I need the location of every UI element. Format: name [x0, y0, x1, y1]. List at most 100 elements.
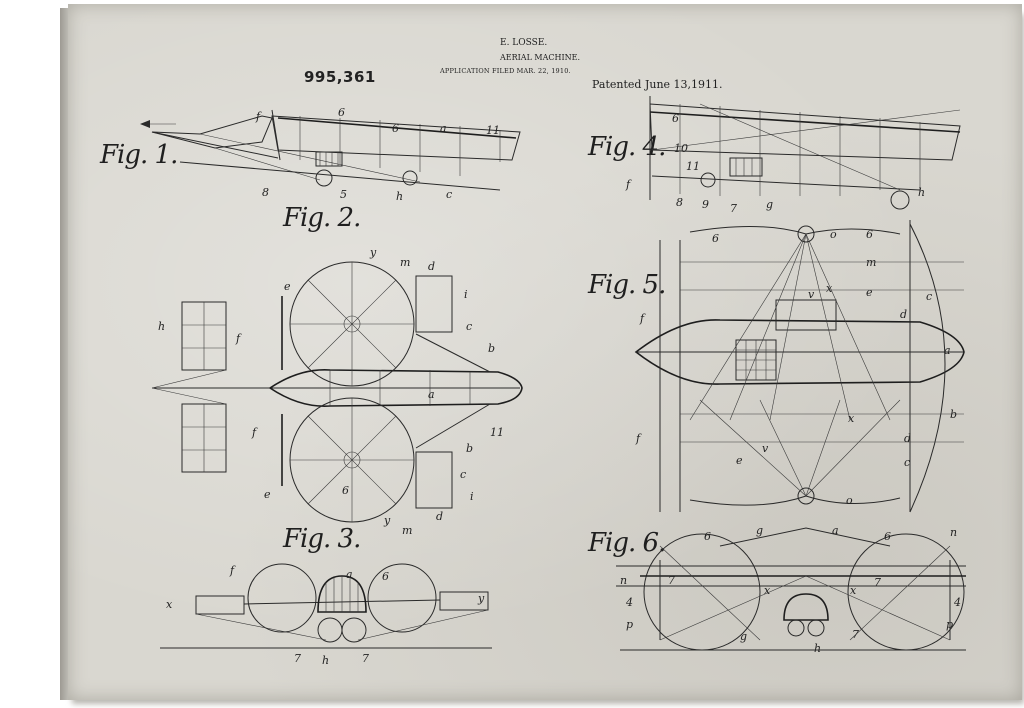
- svg-text:6: 6: [338, 106, 345, 119]
- svg-text:i: i: [470, 490, 474, 503]
- fig3-drawing: f a 6 x y 7 h 7: [160, 563, 492, 667]
- svg-text:p: p: [946, 618, 953, 631]
- svg-text:a: a: [440, 122, 447, 135]
- patent-date: Patented June 13,1911.: [592, 78, 723, 91]
- svg-text:x: x: [826, 282, 833, 295]
- svg-text:e: e: [736, 454, 743, 467]
- patent-number: 995,361: [304, 68, 376, 86]
- svg-text:x: x: [166, 598, 173, 611]
- fig2-drawing: y m d e i c b f a h f 11 b c i e 6 y m d: [151, 246, 523, 537]
- svg-text:m: m: [866, 256, 876, 269]
- svg-text:7: 7: [668, 574, 675, 587]
- svg-text:8: 8: [262, 186, 269, 199]
- svg-text:h: h: [918, 186, 925, 199]
- svg-text:e: e: [866, 286, 873, 299]
- canvas-edge: [60, 8, 70, 700]
- svg-text:6: 6: [392, 122, 399, 135]
- svg-text:8: 8: [676, 196, 683, 209]
- svg-text:o: o: [846, 494, 853, 507]
- svg-text:d: d: [904, 432, 911, 445]
- patent-title: AERIAL MACHINE.: [500, 53, 581, 62]
- svg-text:10: 10: [674, 142, 688, 155]
- svg-text:x: x: [848, 412, 855, 425]
- svg-text:7: 7: [362, 652, 369, 665]
- svg-text:v: v: [762, 442, 769, 455]
- svg-text:v: v: [808, 288, 815, 301]
- svg-text:h: h: [396, 190, 403, 203]
- svg-text:f: f: [639, 312, 646, 325]
- svg-text:d: d: [900, 308, 907, 321]
- svg-text:f: f: [635, 432, 642, 445]
- svg-text:f: f: [251, 426, 258, 439]
- svg-text:c: c: [466, 320, 472, 333]
- patent-inventor: E. LOSSE.: [500, 38, 548, 48]
- svg-text:4: 4: [953, 596, 961, 609]
- svg-text:e: e: [284, 280, 291, 293]
- svg-text:g: g: [766, 198, 773, 211]
- svg-text:a: a: [944, 344, 951, 357]
- svg-text:g: g: [740, 630, 747, 643]
- svg-text:f: f: [235, 332, 242, 345]
- svg-text:6: 6: [884, 530, 891, 543]
- svg-text:h: h: [322, 654, 329, 667]
- svg-text:6: 6: [342, 484, 349, 497]
- svg-text:y: y: [369, 246, 377, 259]
- svg-text:b: b: [950, 408, 957, 421]
- svg-text:11: 11: [686, 160, 700, 173]
- svg-text:i: i: [464, 288, 468, 301]
- svg-text:h: h: [158, 320, 165, 333]
- svg-text:6: 6: [672, 112, 679, 125]
- svg-text:c: c: [446, 188, 452, 201]
- svg-text:11: 11: [486, 124, 500, 137]
- svg-text:7: 7: [852, 628, 859, 641]
- svg-text:f: f: [255, 110, 262, 123]
- svg-text:a: a: [832, 524, 839, 537]
- svg-text:x: x: [764, 584, 771, 597]
- svg-text:m: m: [402, 524, 412, 537]
- fig1-drawing: f 6 6 a 11 8 5 h c: [140, 106, 521, 203]
- svg-text:7: 7: [730, 202, 737, 215]
- svg-text:f: f: [229, 564, 236, 577]
- fig6-label: Fig. 6.: [588, 528, 666, 558]
- svg-text:a: a: [346, 568, 353, 581]
- fig1-label: Fig. 1.: [100, 140, 178, 170]
- svg-text:6: 6: [704, 530, 711, 543]
- svg-text:d: d: [428, 260, 435, 273]
- fig5-drawing: 6 o 6 m v x e c d f a b x f v d e c o: [634, 220, 965, 513]
- svg-text:n: n: [620, 574, 627, 587]
- svg-text:o: o: [830, 228, 837, 241]
- patent-filed-date: APPLICATION FILED MAR. 22, 1910.: [440, 67, 571, 75]
- svg-text:c: c: [904, 456, 910, 469]
- svg-text:5: 5: [340, 188, 347, 201]
- svg-text:g: g: [756, 524, 763, 537]
- svg-text:6: 6: [712, 232, 719, 245]
- svg-text:x: x: [850, 584, 857, 597]
- svg-text:7: 7: [874, 576, 881, 589]
- svg-text:6: 6: [866, 228, 873, 241]
- fig4-label: Fig. 4.: [588, 132, 666, 162]
- fig3-label: Fig. 3.: [283, 524, 361, 554]
- svg-text:n: n: [950, 526, 957, 539]
- svg-text:b: b: [488, 342, 495, 355]
- svg-text:4: 4: [625, 596, 633, 609]
- svg-text:y: y: [383, 514, 391, 527]
- svg-text:e: e: [264, 488, 271, 501]
- svg-text:m: m: [400, 256, 410, 269]
- fig6-drawing: 6 g a 6 n n 7 x x 7 4 4 p p g h 7: [616, 524, 966, 655]
- svg-text:c: c: [460, 468, 466, 481]
- fig4-drawing: 6 10 11 f 8 9 7 g h: [625, 96, 961, 215]
- fig5-label: Fig. 5.: [588, 270, 666, 300]
- svg-text:b: b: [466, 442, 473, 455]
- svg-text:c: c: [926, 290, 932, 303]
- svg-text:7: 7: [294, 652, 301, 665]
- svg-text:d: d: [436, 510, 443, 523]
- svg-text:9: 9: [702, 198, 709, 211]
- svg-text:a: a: [428, 388, 435, 401]
- svg-text:f: f: [625, 178, 632, 191]
- fig2-label: Fig. 2.: [283, 203, 361, 233]
- svg-text:p: p: [626, 618, 633, 631]
- svg-text:11: 11: [490, 426, 504, 439]
- svg-text:y: y: [477, 592, 485, 605]
- svg-text:6: 6: [382, 570, 389, 583]
